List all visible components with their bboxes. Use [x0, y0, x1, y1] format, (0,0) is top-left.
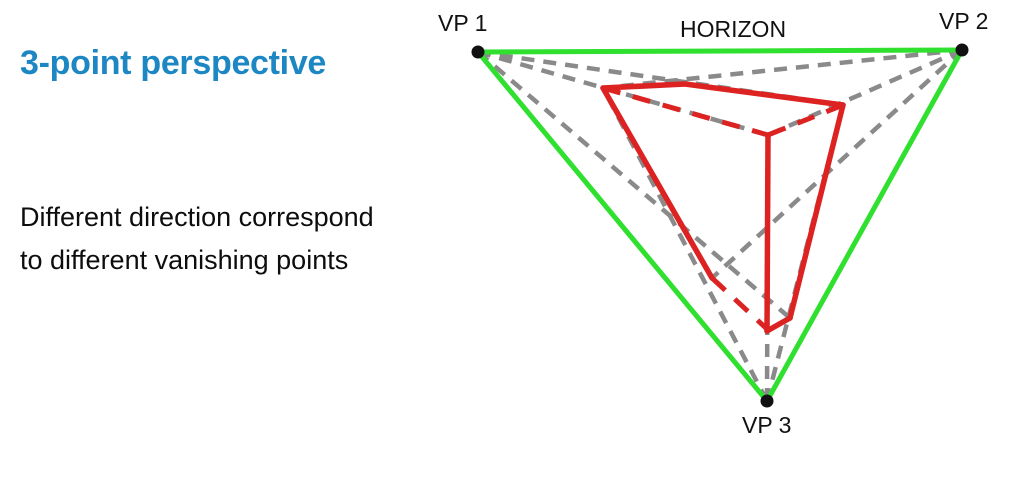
- object-visible-edges-group: [600, 81, 846, 334]
- vp2-dot: [955, 43, 969, 57]
- text-column: 3-point perspective Different direction …: [0, 0, 430, 485]
- vp1-label: VP 1: [438, 10, 488, 36]
- object-hidden-edge-leftbottom-front: [710, 276, 769, 331]
- vanishing-point-dots-group: [471, 43, 969, 408]
- vanishing-triangle-group: [475, 47, 965, 404]
- construction-lines-group: [476, 47, 964, 403]
- body-line-2: to different vanishing points: [20, 245, 349, 275]
- construction-line-vp2-b: [767, 47, 963, 138]
- object-hidden-edge-topright-back: [767, 102, 844, 138]
- vp2-label: VP 2: [939, 8, 989, 34]
- object-top-face-outline: [600, 81, 846, 108]
- object-edge-topright-rightbottom: [787, 102, 846, 321]
- construction-line-vp2-a: [602, 47, 963, 91]
- construction-line-vp1-d: [476, 50, 792, 320]
- three-point-perspective-diagram: VP 1 VP 2 VP 3 HORIZON: [430, 0, 1024, 485]
- body-text: Different direction correspond to differ…: [20, 196, 490, 282]
- vp3-dot: [760, 394, 774, 408]
- vp1-dot: [471, 45, 485, 59]
- body-line-1: Different direction correspond: [20, 202, 374, 232]
- construction-line-vp1-b: [477, 49, 769, 138]
- construction-line-vp2-d: [710, 48, 964, 280]
- object-edge-rightbottom-front: [764, 315, 793, 334]
- construction-line-vp1-a: [477, 49, 844, 108]
- perspective-svg: [471, 43, 969, 408]
- object-edge-topleft-leftbottom: [600, 85, 715, 281]
- page-title: 3-point perspective: [20, 44, 327, 82]
- green-edge-vp1-vp3: [475, 49, 770, 404]
- object-edge-center-vertical: [764, 132, 771, 334]
- horizon-label: HORIZON: [680, 16, 787, 42]
- green-edge-vp2-vp3: [764, 47, 965, 404]
- object-hidden-edges-group: [602, 85, 844, 331]
- vp3-label: VP 3: [742, 412, 792, 438]
- horizon-line: [475, 47, 965, 55]
